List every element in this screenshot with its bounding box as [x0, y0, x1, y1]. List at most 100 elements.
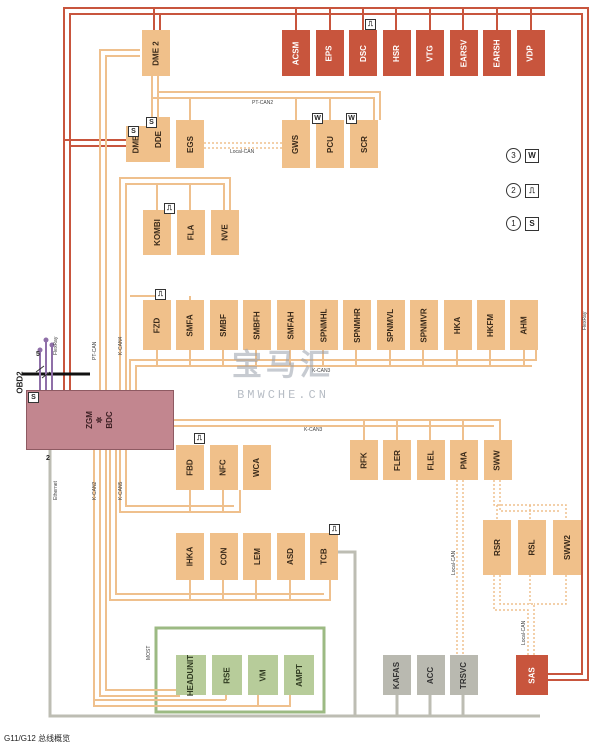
ecu-pcu[interactable]: PCU — [316, 120, 344, 168]
ecu-label: SMBF — [219, 313, 229, 337]
ecu-label: NVE — [220, 224, 230, 241]
ethernet-lines — [48, 448, 540, 718]
ecu-vtg[interactable]: VTG — [416, 30, 444, 76]
ecu-kafas[interactable]: KAFAS — [383, 655, 411, 695]
ecu-ampt[interactable]: AMPT — [284, 655, 314, 695]
watermark: 宝马汇 BMWCHE.CN — [232, 340, 334, 402]
ecu-smbf[interactable]: SMBF — [209, 300, 238, 350]
ecu-trsvc[interactable]: TRSVC — [450, 655, 478, 695]
ecu-label: FLEL — [426, 450, 436, 470]
ecu-fbd[interactable]: FBD — [176, 445, 204, 490]
ecu-nve[interactable]: NVE — [211, 210, 239, 255]
bdc-label: BDC — [105, 411, 114, 429]
ecu-label: VDP — [525, 44, 535, 62]
ecu-nfc[interactable]: NFC — [209, 445, 238, 490]
ecu-label: LEM — [252, 548, 262, 565]
bus-label-flexray-right: FlexRay — [582, 311, 588, 330]
ecu-label: TCB — [319, 548, 329, 565]
bus-label-pt-can2: PT-CAN2 — [252, 100, 273, 106]
ecu-dsc[interactable]: DSC — [349, 30, 377, 76]
ecu-vm[interactable]: VM — [248, 655, 278, 695]
ecu-label: VTG — [425, 44, 435, 62]
ecu-fler[interactable]: FLER — [383, 440, 412, 480]
obd2-label: OBD2 — [15, 370, 25, 394]
ecu-fla[interactable]: FLA — [177, 210, 205, 255]
ecu-spnmhl[interactable]: SPNMHL — [310, 300, 338, 350]
ecu-label: SWW — [493, 449, 503, 471]
zgm-bdc-label: ZGM ✲ BDC — [85, 411, 115, 429]
ecu-label: SMFAH — [286, 311, 296, 339]
ecu-sww2[interactable]: SWW2 — [553, 520, 581, 575]
bus-label-local-can-1: Local-CAN — [230, 149, 255, 155]
ecu-egs[interactable]: EGS — [176, 120, 204, 168]
ecu-acsm[interactable]: ACSM — [282, 30, 310, 76]
ecu-spnmvl[interactable]: SPNMVL — [376, 300, 405, 350]
ecu-label: VM — [258, 669, 268, 681]
local-can-lines — [204, 142, 567, 655]
ecu-spnmhr[interactable]: SPNMHR — [343, 300, 372, 350]
ecu-hkfm[interactable]: HKFM — [477, 300, 505, 350]
ecu-lem[interactable]: LEM — [243, 533, 271, 580]
ecu-kombi[interactable]: KOMBI — [143, 210, 171, 255]
ethernet-number-2: 2 — [46, 455, 50, 462]
ecu-label: FLER — [392, 449, 402, 471]
ecu-label: SMBFH — [252, 310, 262, 340]
ecu-sww[interactable]: SWW — [483, 440, 512, 480]
ecu-con[interactable]: CON — [209, 533, 238, 580]
ecu-rsr[interactable]: RSR — [483, 520, 511, 575]
ecu-fzd[interactable]: FZD — [143, 300, 171, 350]
ecu-smbfh[interactable]: SMBFH — [243, 300, 272, 350]
ecu-label: GWS — [291, 134, 301, 154]
ecu-label: SPNMVR — [419, 307, 429, 343]
ecu-acc[interactable]: ACC — [416, 655, 445, 695]
ecu-sas[interactable]: SAS — [516, 655, 548, 695]
ecu-asd[interactable]: ASD — [276, 533, 305, 580]
ecu-label: HSR — [391, 44, 401, 62]
ecu-rfk[interactable]: RFK — [350, 440, 378, 480]
ecu-earsv[interactable]: EARSV — [449, 30, 478, 76]
can-lines — [93, 49, 537, 707]
ecu-smfa[interactable]: SMFA — [176, 300, 205, 350]
pcu-wakeup-badge: W — [312, 113, 323, 124]
zgm-bdc-gateway[interactable]: ZGM ✲ BDC — [26, 390, 174, 450]
ecu-label: WCA — [252, 457, 262, 478]
zgm-label: ZGM — [85, 411, 94, 429]
ecu-label: EPS — [324, 44, 334, 62]
ecu-label: TRSVC — [459, 661, 469, 689]
kombi-termination-icon: ⎍ — [164, 203, 175, 214]
ecu-tcb[interactable]: TCB — [310, 533, 338, 580]
ecu-label: SPNMHR — [352, 307, 362, 343]
ecu-wca[interactable]: WCA — [243, 445, 271, 490]
ecu-scr[interactable]: SCR — [350, 120, 378, 168]
ecu-flel[interactable]: FLEL — [416, 440, 445, 480]
ecu-rsl[interactable]: RSL — [518, 520, 546, 575]
legend-item-1: 1 S — [506, 216, 539, 231]
ecu-smfah[interactable]: SMFAH — [276, 300, 305, 350]
legend-number-1: 1 — [506, 216, 521, 231]
bus-label-local-can-2: Local-CAN — [451, 550, 457, 575]
gateway-icon: ✲ — [95, 416, 104, 424]
ecu-label: ACC — [426, 666, 435, 684]
ecu-label: SPNMVL — [386, 308, 396, 342]
dme-startup-badge: S — [128, 126, 139, 137]
ecu-ahm[interactable]: AHM — [510, 300, 539, 350]
ecu-rse[interactable]: RSE — [212, 655, 242, 695]
bus-label-k-can5: K-CAN5 — [118, 481, 124, 500]
ecu-hka[interactable]: HKA — [443, 300, 472, 350]
ecu-pma[interactable]: PMA — [450, 440, 479, 480]
dsc-termination-icon: ⎍ — [365, 19, 376, 30]
ecu-label: CON — [219, 547, 228, 566]
ecu-vdp[interactable]: VDP — [516, 30, 545, 76]
ecu-label: DME 2 — [151, 40, 161, 66]
bus-label-most: MOST — [146, 646, 152, 660]
ecu-earsh[interactable]: EARSH — [483, 30, 511, 76]
ecu-label: RSL — [527, 539, 537, 556]
ecu-hsr[interactable]: HSR — [382, 30, 411, 76]
ecu-spnmvr[interactable]: SPNMVR — [410, 300, 439, 350]
ecu-ihka[interactable]: IHKA — [176, 533, 204, 580]
ecu-eps[interactable]: EPS — [315, 30, 344, 76]
ecu-dme-2[interactable]: DME 2 — [142, 30, 170, 76]
ecu-headunit[interactable]: HEADUNIT — [176, 654, 206, 696]
ecu-gws[interactable]: GWS — [282, 120, 310, 168]
